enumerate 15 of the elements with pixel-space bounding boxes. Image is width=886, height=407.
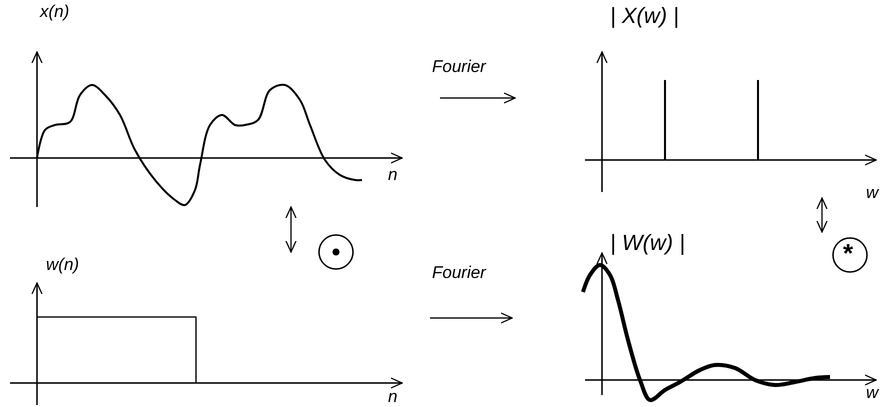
arrow bbox=[430, 312, 513, 324]
arrow bbox=[285, 206, 297, 253]
arrow bbox=[440, 92, 516, 104]
plot-title: w(n) bbox=[46, 256, 80, 273]
convolution-symbol: * bbox=[843, 240, 854, 266]
axis-label: w bbox=[866, 384, 878, 401]
axis-label: n bbox=[388, 166, 398, 183]
edge-label: Fourier bbox=[432, 58, 486, 75]
axis-label: w bbox=[866, 184, 878, 201]
plot-title: x(n) bbox=[40, 3, 70, 20]
arrow bbox=[816, 197, 828, 233]
plot-title: | X(w) | bbox=[610, 5, 679, 27]
axis-label: n bbox=[388, 388, 398, 405]
plot-title: | W(w) | bbox=[610, 232, 685, 254]
edge-label: Fourier bbox=[432, 264, 486, 281]
